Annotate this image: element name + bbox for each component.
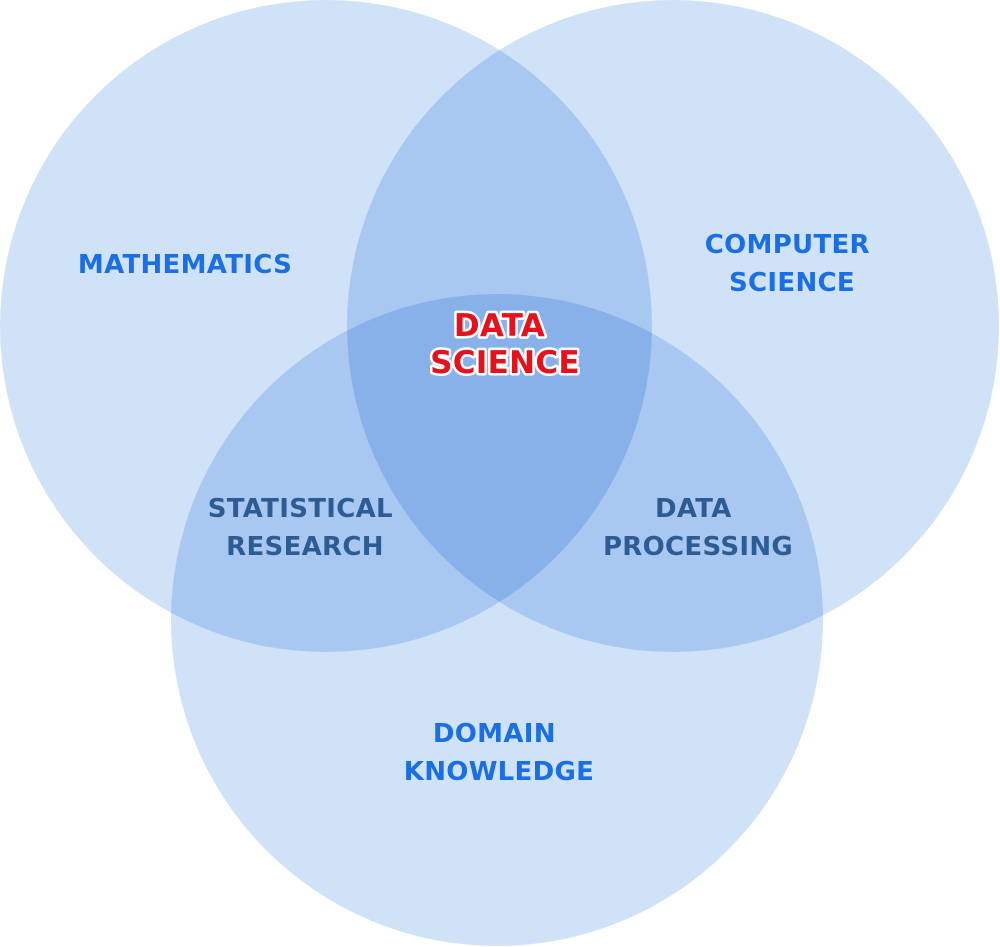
label-data-processing-line1: DATA: [655, 494, 732, 524]
label-statistical-research-line1: STATISTICAL: [208, 494, 393, 524]
label-mathematics-line1: MATHEMATICS: [78, 250, 292, 280]
label-mathematics: MATHEMATICS: [78, 250, 292, 280]
label-domain-knowledge-line2: KNOWLEDGE: [404, 757, 594, 787]
circle-domain-knowledge: [171, 294, 823, 946]
label-statistical-research: STATISTICAL RESEARCH: [208, 494, 403, 562]
label-domain-knowledge: DOMAIN KNOWLEDGE: [404, 719, 594, 787]
label-data-science-line1: DATA: [454, 308, 545, 344]
label-computer-science-line1: COMPUTER: [705, 230, 870, 260]
label-domain-knowledge-line1: DOMAIN: [433, 719, 556, 749]
label-data-processing: DATA PROCESSING: [603, 494, 793, 562]
label-computer-science-line2: SCIENCE: [729, 268, 855, 298]
label-computer-science: COMPUTER SCIENCE: [705, 230, 880, 298]
label-data-science: DATA SCIENCE: [430, 308, 580, 381]
label-data-processing-line2: PROCESSING: [603, 532, 793, 562]
label-statistical-research-line2: RESEARCH: [226, 532, 384, 562]
label-data-science-line2: SCIENCE: [430, 345, 580, 381]
